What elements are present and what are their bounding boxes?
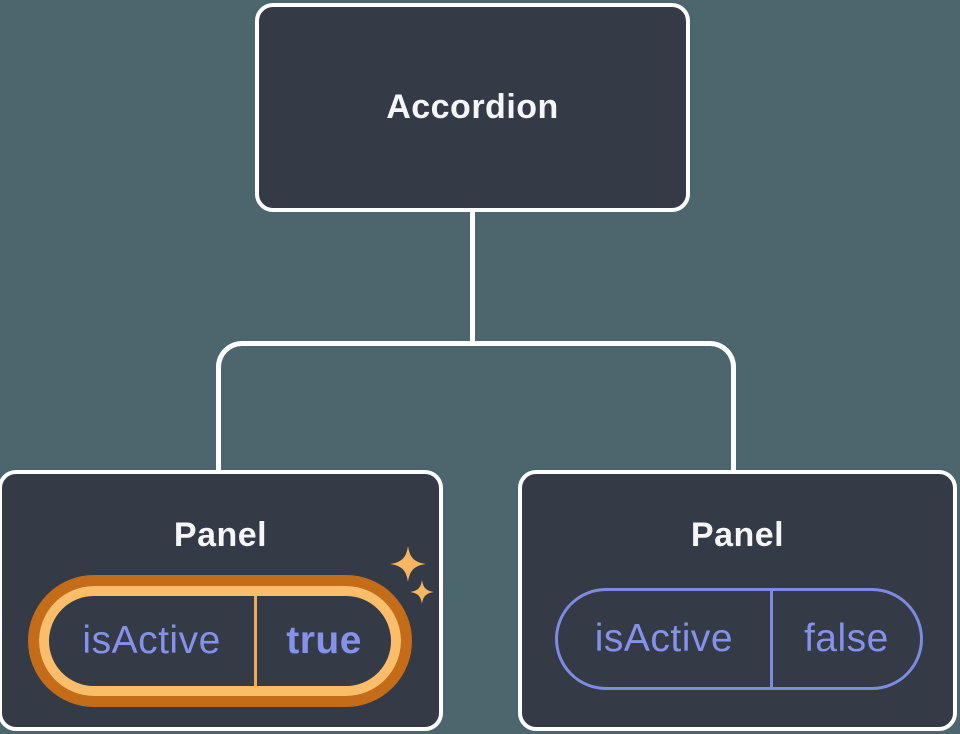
state-prop-value: false — [803, 617, 889, 660]
pill-divider — [254, 596, 258, 686]
node-panel-right-label: Panel — [690, 516, 785, 554]
state-pill-plain: isActive false — [555, 588, 923, 690]
state-pill-highlighted: isActive true — [28, 575, 412, 707]
connector-elbow — [216, 341, 736, 472]
state-prop-name: isActive — [594, 617, 734, 660]
sparkle-icon-small — [410, 580, 434, 604]
state-prop-name: isActive — [82, 619, 221, 662]
node-panel-right: Panel isActive false — [518, 470, 957, 731]
connector-root-vertical-line — [470, 210, 475, 344]
state-pill-highlighted-inner: isActive true — [39, 586, 401, 696]
node-panel-left: Panel isActive true — [0, 470, 443, 731]
state-prop-value: true — [286, 619, 362, 662]
node-panel-left-label: Panel — [173, 516, 268, 554]
node-accordion-label: Accordion — [386, 88, 559, 126]
node-accordion: Accordion — [255, 3, 690, 212]
pill-divider — [769, 591, 773, 687]
sparkle-icon-large — [390, 546, 426, 582]
